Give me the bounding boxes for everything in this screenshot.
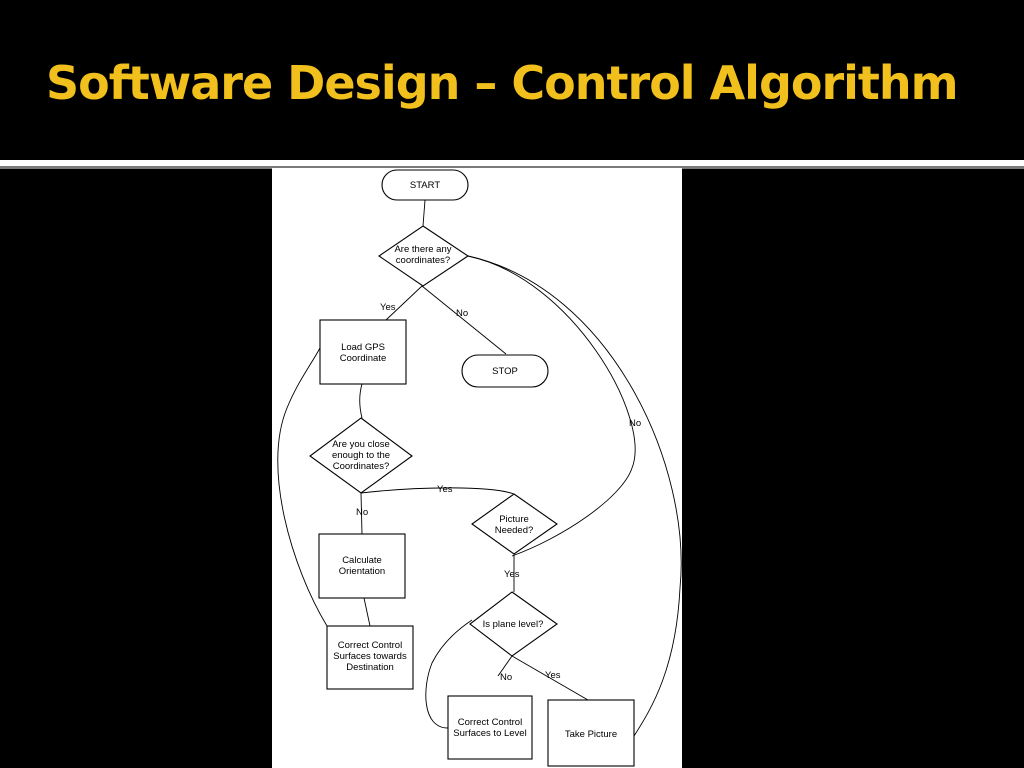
connector-plane-level-to-no [497,655,513,677]
picture-needed-label-line-2: Needed? [495,525,534,536]
load-gps-label-line-1: Load GPS [341,342,385,353]
flowchart-canvas: START Are there any coordinates? Yes No … [272,168,682,768]
yes-label-picture: Yes [504,569,520,580]
yes-label-coordinates: Yes [380,302,396,313]
connector-coordinates-to-load-gps [385,285,423,321]
coordinates-label-line-2: coordinates? [396,255,450,266]
picture-needed-label-line-1: Picture [499,514,529,525]
destination-label-line-1: Correct Control [338,640,402,651]
connector-start-to-coordinates [422,199,426,227]
connector-correct-level-loop-to-plane-level [425,619,473,729]
calculate-label-line-2: Orientation [339,566,385,577]
close-label-line-3: Coordinates? [333,461,390,472]
stop-node [461,354,549,388]
stop-label: STOP [492,366,518,377]
process-take-picture [547,699,635,767]
yes-label-close: Yes [437,484,453,495]
destination-label-line-3: Destination [346,662,394,673]
decision-close-enough [309,417,413,494]
yes-label-level: Yes [545,670,561,681]
close-label-line-2: enough to the [332,450,390,461]
title-divider [0,160,1024,166]
connector-coordinates-to-stop [421,285,507,355]
correct-level-label-line-1: Correct Control [458,717,522,728]
no-label-coordinates: No [456,308,468,319]
start-node [381,169,469,201]
connector-load-gps-to-close [359,383,363,419]
process-load-gps [319,319,407,385]
connector-calculate-to-destination [363,597,371,627]
connector-close-to-picture-needed [360,487,515,495]
load-gps-label-line-2: Coordinate [340,353,386,364]
slide-title: Software Design – Control Algorithm [46,56,959,110]
correct-level-label-line-2: Surfaces to Level [453,728,526,739]
no-label-close: No [356,507,368,518]
no-label-right: No [629,418,641,429]
coordinates-label-line-1: Are there any [394,244,451,255]
decision-coordinates [378,225,469,287]
connector-coordinates-to-picture-needed [467,255,636,557]
title-divider-shadow [0,166,1024,169]
plane-level-label: Is plane level? [483,619,544,630]
connector-plane-level-to-take-picture [511,655,589,701]
destination-label-line-2: Surfaces towards [333,651,407,662]
no-label-level: No [500,672,512,683]
take-picture-label: Take Picture [565,729,617,740]
calculate-label-line-1: Calculate [342,555,382,566]
decision-plane-level [469,591,558,657]
process-correct-destination [326,625,414,690]
title-bar: Software Design – Control Algorithm [0,0,1024,160]
decision-picture-needed [471,493,558,555]
close-label-line-1: Are you close [332,439,390,450]
process-calculate-orientation [318,533,406,599]
connector-coordinates-to-take-picture [467,255,682,737]
flowchart: START Are there any coordinates? Yes No … [277,169,682,767]
start-label: START [410,180,440,191]
connector-destination-loop-to-load-gps [277,347,328,627]
process-correct-level [447,695,533,760]
connector-close-to-calculate [360,492,363,535]
